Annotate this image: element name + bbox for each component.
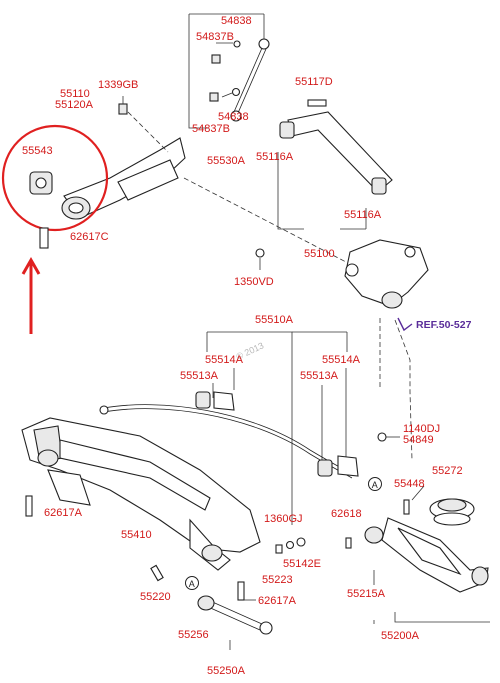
ref-callout: REF.50-527 [397, 317, 472, 332]
circle-a-left-marker: A [185, 576, 199, 590]
label-55116a-bot: 55116A [344, 209, 382, 221]
small-fasteners [275, 537, 352, 554]
label-1350vd: 1350VD [234, 276, 274, 288]
stabilizer-bar-leaders [206, 331, 348, 525]
label-55142e: 55142E [283, 558, 321, 570]
label-55100: 55100 [304, 248, 335, 260]
bushing-highlight [1, 124, 109, 249]
stabilizer-link-group [188, 13, 270, 129]
part-labels: 54838 54837B 1339GB 55110 55120A 55117D … [22, 15, 463, 677]
label-55250a: 55250A [207, 665, 246, 677]
subframe [21, 417, 261, 601]
label-55513a-right: 55513A [300, 370, 339, 382]
label-55116a-top: 55116A [256, 151, 294, 163]
label-1140dj: 1140DJ [403, 423, 440, 435]
label-55215a: 55215A [347, 588, 386, 600]
label-54837b-bot: 54837B [192, 123, 230, 135]
upper-arm-group [255, 99, 429, 309]
stabilizer-bar [99, 391, 400, 479]
label-55272: 55272 [432, 465, 463, 477]
ref-label: REF.50-527 [416, 319, 472, 331]
label-55410: 55410 [121, 529, 152, 541]
label-55200a: 55200A [381, 630, 420, 642]
label-54837b-top: 54837B [196, 31, 234, 43]
circle-a-right-marker: A [368, 477, 382, 491]
svg-text:A: A [372, 480, 378, 490]
up-arrow-icon [21, 256, 41, 334]
label-55513a-left: 55513A [180, 370, 219, 382]
label-55223: 55223 [262, 574, 293, 586]
label-62618: 62618 [331, 508, 362, 520]
label-54849: 54849 [403, 434, 434, 446]
dashed-guides-top [127, 111, 413, 461]
label-55220: 55220 [140, 591, 171, 603]
label-55510a: 55510A [255, 314, 294, 326]
label-1339gb: 1339GB [98, 79, 138, 91]
label-55514a-right: 55514A [322, 354, 361, 366]
label-55514a-left: 55514A [205, 354, 244, 366]
label-55117d: 55117D [295, 76, 333, 88]
lower-link [197, 595, 273, 650]
label-55256: 55256 [178, 629, 209, 641]
label-55543: 55543 [22, 145, 53, 157]
svg-text:A: A [189, 579, 195, 589]
label-62617c: 62617C [70, 231, 109, 243]
label-55110: 55110 [60, 88, 90, 100]
label-54838-top: 54838 [221, 15, 252, 27]
label-62617a-bottom: 62617A [258, 595, 297, 607]
label-55448: 55448 [394, 478, 425, 490]
label-54838-bot: 54838 [218, 111, 249, 123]
lower-control-arm [364, 485, 490, 624]
label-62617a-left: 62617A [44, 507, 83, 519]
trailing-arm-assembly [61, 96, 186, 220]
label-1360gj: 1360GJ [264, 513, 303, 525]
label-55120a: 55120A [55, 99, 94, 111]
label-55530a: 55530A [207, 155, 246, 167]
